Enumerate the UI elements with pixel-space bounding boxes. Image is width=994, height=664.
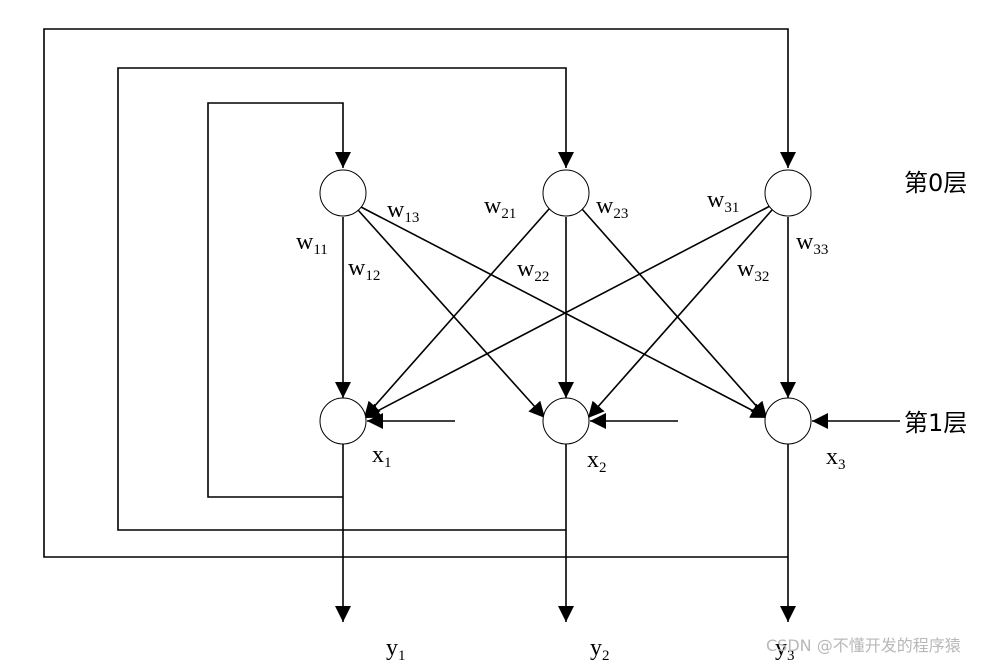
node-layer1-3	[764, 397, 812, 445]
input-label-x1: x1	[372, 442, 392, 471]
output-label-y3: y3	[775, 635, 795, 664]
input-label-x2: x2	[587, 447, 607, 476]
weight-label-w31: w31	[707, 187, 739, 216]
output-label-y2: y2	[590, 635, 610, 664]
edge-w31	[363, 205, 771, 419]
layer-label-bottom: 第1层	[904, 409, 967, 437]
edge-w21	[363, 208, 550, 419]
weight-label-w23: w23	[596, 193, 628, 222]
feedback-loop-3	[43, 28, 796, 558]
weight-label-w13: w13	[387, 197, 419, 226]
watermark: CSDN @不懂开发的程序猿	[766, 636, 961, 655]
weight-label-w22: w22	[517, 256, 549, 285]
edge-w13	[360, 206, 768, 419]
edge-w12	[357, 209, 546, 419]
edge-w32	[587, 209, 773, 419]
feedback-loop-2	[117, 67, 574, 531]
node-layer1-2	[542, 397, 590, 445]
weight-label-w12: w12	[348, 255, 380, 284]
weight-label-w21: w21	[484, 193, 516, 222]
node-layer1-1	[319, 397, 367, 445]
weight-label-w11: w11	[296, 229, 328, 258]
edge-w23	[581, 208, 768, 419]
layer-label-top: 第0层	[904, 169, 967, 197]
node-layer0-2	[542, 169, 590, 217]
feedback-loop-1	[207, 102, 351, 498]
node-layer0-1	[319, 169, 367, 217]
input-label-x3: x3	[826, 444, 846, 473]
weight-label-w32: w32	[737, 256, 769, 285]
node-layer0-3	[764, 169, 812, 217]
weight-label-w33: w33	[796, 229, 828, 258]
output-label-y1: y1	[386, 635, 406, 664]
